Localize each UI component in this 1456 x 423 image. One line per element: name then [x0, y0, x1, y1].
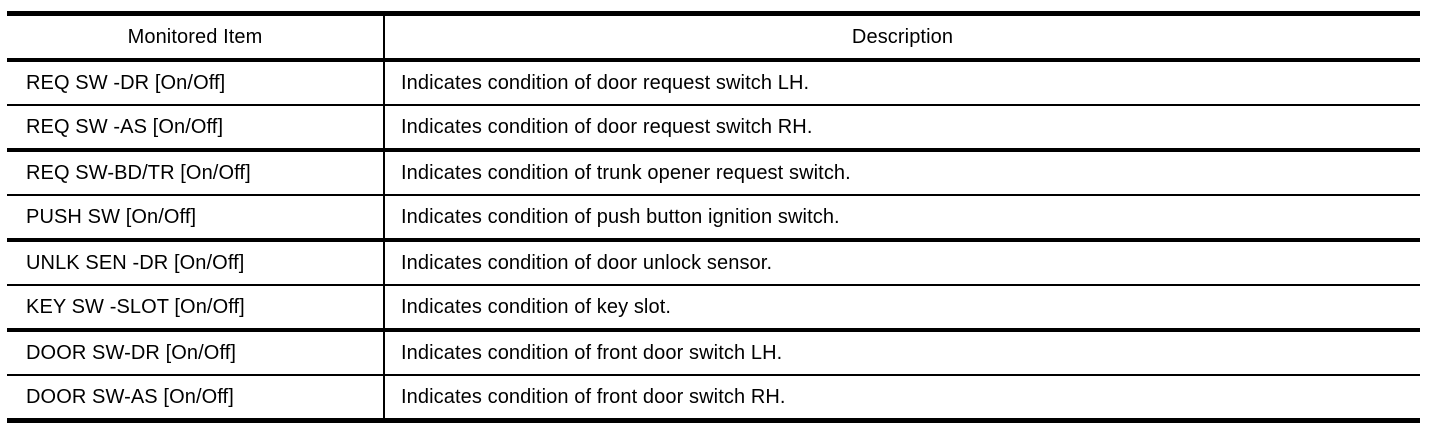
cell-monitored-item: PUSH SW [On/Off] [7, 195, 385, 242]
cell-monitored-item: KEY SW -SLOT [On/Off] [7, 285, 385, 332]
column-header-description-label: Description [851, 25, 954, 48]
table-row: REQ SW-BD/TR [On/Off] Indicates conditio… [7, 150, 1420, 196]
cell-description: Indicates condition of push button ignit… [384, 195, 1420, 242]
description-label: Indicates condition of front door switch… [401, 385, 786, 408]
cell-description: Indicates condition of door request swit… [384, 105, 1420, 152]
table-row: KEY SW -SLOT [On/Off] Indicates conditio… [7, 285, 1420, 332]
monitored-item-label: REQ SW-BD/TR [On/Off] [26, 161, 251, 184]
cell-monitored-item: REQ SW -AS [On/Off] [7, 105, 385, 152]
monitored-item-label: KEY SW -SLOT [On/Off] [26, 295, 245, 318]
column-header-description: Description [384, 11, 1420, 62]
cell-description: Indicates condition of front door switch… [384, 330, 1420, 376]
page-canvas: Monitored Item Description REQ SW -DR [O… [7, 11, 1420, 423]
cell-description: Indicates condition of trunk opener requ… [384, 150, 1420, 196]
table-header-row: Monitored Item Description [7, 11, 1420, 62]
table-body: REQ SW -DR [On/Off] Indicates condition … [7, 60, 1420, 423]
monitored-item-label: UNLK SEN -DR [On/Off] [26, 251, 245, 274]
monitored-item-label: PUSH SW [On/Off] [26, 205, 197, 228]
description-label: Indicates condition of door unlock senso… [401, 251, 773, 274]
table-row: REQ SW -DR [On/Off] Indicates condition … [7, 60, 1420, 106]
monitored-item-label: REQ SW -AS [On/Off] [26, 115, 224, 138]
table-row: PUSH SW [On/Off] Indicates condition of … [7, 195, 1420, 242]
cell-monitored-item: DOOR SW-DR [On/Off] [7, 330, 385, 376]
column-header-monitored-item-label: Monitored Item [127, 25, 263, 48]
table-row: REQ SW -AS [On/Off] Indicates condition … [7, 105, 1420, 152]
description-label: Indicates condition of trunk opener requ… [401, 161, 851, 184]
description-label: Indicates condition of key slot. [401, 295, 672, 318]
cell-description: Indicates condition of door request swit… [384, 60, 1420, 106]
table-header: Monitored Item Description [7, 11, 1420, 62]
description-label: Indicates condition of door request swit… [401, 71, 810, 94]
cell-monitored-item: UNLK SEN -DR [On/Off] [7, 240, 385, 286]
cell-description: Indicates condition of door unlock senso… [384, 240, 1420, 286]
cell-monitored-item: REQ SW-BD/TR [On/Off] [7, 150, 385, 196]
description-label: Indicates condition of door request swit… [401, 115, 813, 138]
monitored-item-label: DOOR SW-DR [On/Off] [26, 341, 237, 364]
table-row: DOOR SW-DR [On/Off] Indicates condition … [7, 330, 1420, 376]
monitored-item-table-wrapper: Monitored Item Description REQ SW -DR [O… [7, 11, 1420, 423]
monitored-item-label: DOOR SW-AS [On/Off] [26, 385, 234, 408]
monitored-item-label: REQ SW -DR [On/Off] [26, 71, 226, 94]
cell-description: Indicates condition of key slot. [384, 285, 1420, 332]
description-label: Indicates condition of push button ignit… [401, 205, 840, 228]
column-header-monitored-item: Monitored Item [7, 11, 385, 62]
description-label: Indicates condition of front door switch… [401, 341, 783, 364]
table-row: UNLK SEN -DR [On/Off] Indicates conditio… [7, 240, 1420, 286]
cell-monitored-item: REQ SW -DR [On/Off] [7, 60, 385, 106]
monitored-item-table: Monitored Item Description REQ SW -DR [O… [7, 11, 1420, 423]
